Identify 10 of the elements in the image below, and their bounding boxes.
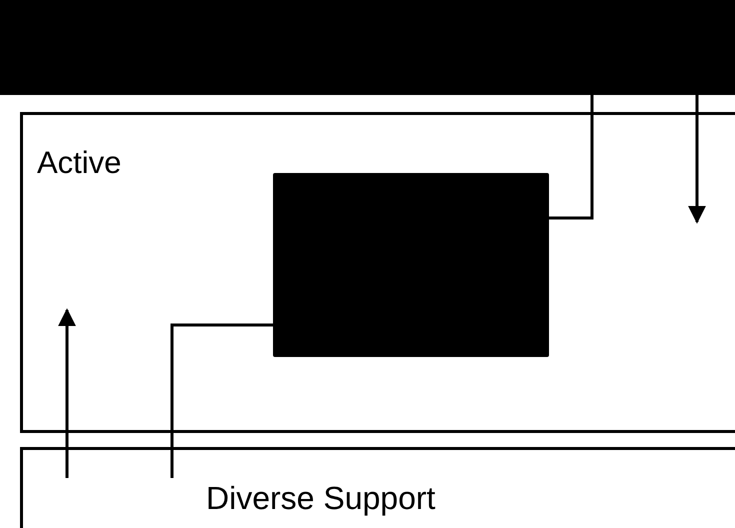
header-bar <box>0 0 735 95</box>
section-label: Diverse Support <box>206 480 436 517</box>
arrow <box>688 95 706 224</box>
section-box <box>20 112 735 433</box>
section-label: Active <box>37 145 122 181</box>
filled-box <box>273 173 549 357</box>
arrow <box>58 308 76 478</box>
connector-line <box>170 324 273 478</box>
connector-line <box>549 95 594 220</box>
section-box <box>20 447 735 528</box>
